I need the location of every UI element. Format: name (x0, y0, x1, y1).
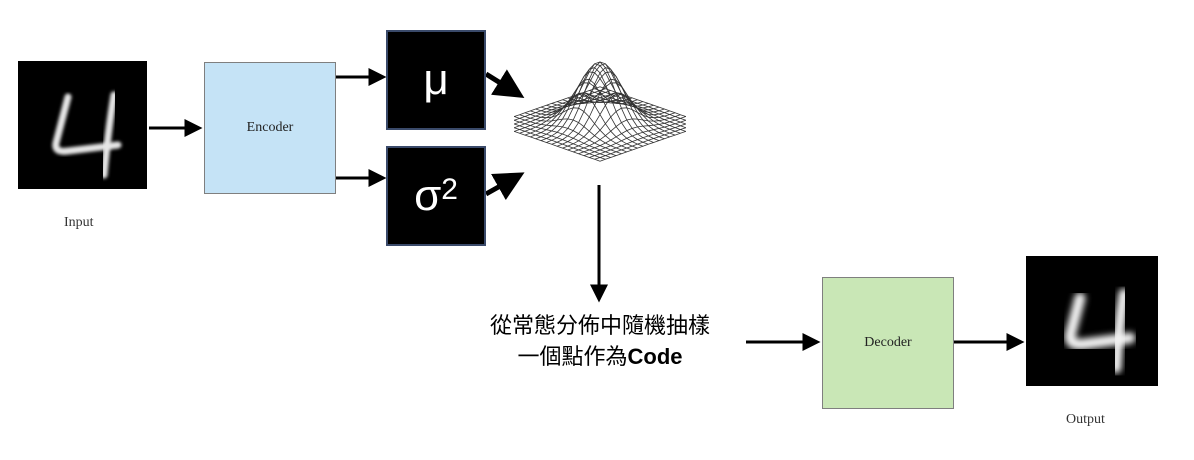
sigma-symbol: σ (414, 171, 442, 220)
surface-grid-line (514, 119, 617, 156)
sigma-exponent: 2 (441, 173, 458, 206)
surface-grid-line (578, 116, 686, 155)
encoder-label: Encoder (246, 120, 294, 135)
sampling-description: 從常態分佈中隨機抽樣 一個點作為Code (450, 312, 750, 373)
surface-grid-line (514, 127, 606, 160)
surface-grid-line (514, 123, 611, 158)
surface-grid-line (535, 78, 644, 147)
sampling-code-word: Code (627, 344, 683, 369)
arrow-sigma-to-distribution (484, 172, 525, 201)
surface-grid-line (556, 71, 665, 140)
digit-four-icon (1064, 288, 1136, 374)
mu-symbol: μ (423, 55, 449, 104)
surface-grid-line (573, 114, 681, 153)
surface-grid-line (514, 116, 622, 155)
surface-grid-line (562, 93, 670, 149)
surface-grid-line (594, 127, 686, 160)
surface-grid-line (540, 67, 649, 145)
mu-box: μ (386, 30, 486, 130)
arrow-mu-to-distribution (484, 69, 525, 98)
output-digit-image (1026, 256, 1158, 386)
input-digit-image (18, 61, 147, 189)
surface-grid-line (599, 130, 686, 162)
surface-grid-line (551, 67, 660, 145)
surface-grid-line (556, 78, 665, 147)
decoder-label: Decoder (864, 335, 912, 350)
sampling-line-1: 從常態分佈中隨機抽樣 (489, 314, 710, 339)
surface-grid-line (583, 119, 686, 156)
surface-grid-line (524, 107, 633, 151)
surface-grid-line (514, 130, 601, 162)
surface-grid-line (519, 114, 627, 153)
input-caption: Input (64, 215, 94, 230)
surface-grid-line (530, 82, 638, 138)
output-caption: Output (1066, 412, 1105, 427)
sampling-line-2-prefix: 一個點作為 (517, 345, 628, 370)
sampling-line-2: 一個點作為Code (450, 342, 750, 373)
decoder-box: Decoder (822, 277, 954, 409)
encoder-box: Encoder (204, 62, 336, 194)
surface-grid-line (567, 107, 676, 151)
surface-grid-line (530, 93, 638, 149)
gaussian-surface-icon (514, 61, 686, 162)
surface-grid-line (562, 82, 670, 138)
surface-grid-line (535, 71, 644, 140)
surface-grid-line (589, 123, 686, 158)
digit-four-icon (52, 91, 122, 179)
